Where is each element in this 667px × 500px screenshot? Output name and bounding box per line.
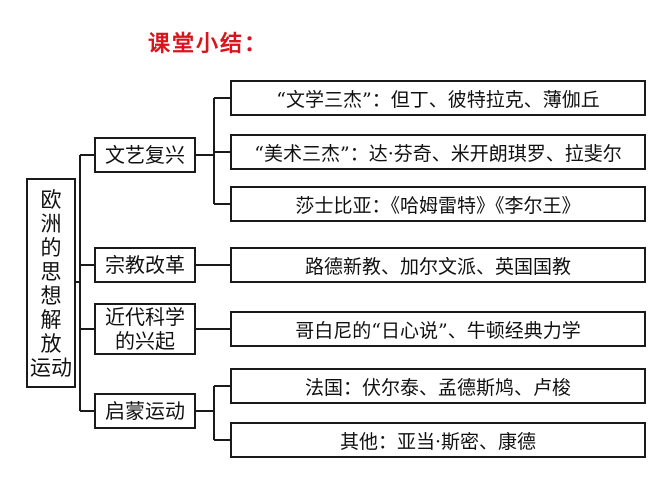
category-science-line1: 近代科学 <box>105 305 185 329</box>
root-char: 欧 <box>40 188 62 212</box>
root-char: 思 <box>40 260 62 284</box>
leaf-science: 哥白尼的“日心说”、牛顿经典力学 <box>230 311 646 347</box>
category-enlightenment: 启蒙运动 <box>94 393 196 429</box>
root-char: 运动 <box>30 356 72 380</box>
leaf-shakespeare: 莎士比亚：《哈姆雷特》《李尔王》 <box>230 186 646 222</box>
leaf-others: 其他：亚当·斯密、康德 <box>230 422 646 458</box>
leaf-literary-three: “文学三杰”：但丁、彼特拉克、薄伽丘 <box>230 80 646 116</box>
root-char: 解 <box>40 308 62 332</box>
root-char: 洲 <box>40 212 62 236</box>
page-title: 课堂小结： <box>148 32 269 57</box>
category-science-line2: 的兴起 <box>115 329 175 353</box>
root-node: 欧 洲 的 思 想 解 放 运动 <box>26 178 76 388</box>
leaf-art-three: “美术三杰”：达·芬奇、米开朗琪罗、拉斐尔 <box>230 134 646 170</box>
category-renaissance: 文艺复兴 <box>94 137 196 173</box>
leaf-france: 法国：伏尔泰、孟德斯鸠、卢梭 <box>230 368 646 404</box>
root-char: 放 <box>40 332 62 356</box>
leaf-reformation-churches: 路德新教、加尔文派、英国国教 <box>230 247 646 283</box>
category-science: 近代科学 的兴起 <box>94 303 196 355</box>
root-char: 的 <box>40 236 62 260</box>
category-reformation: 宗教改革 <box>94 247 196 283</box>
root-char: 想 <box>40 284 62 308</box>
